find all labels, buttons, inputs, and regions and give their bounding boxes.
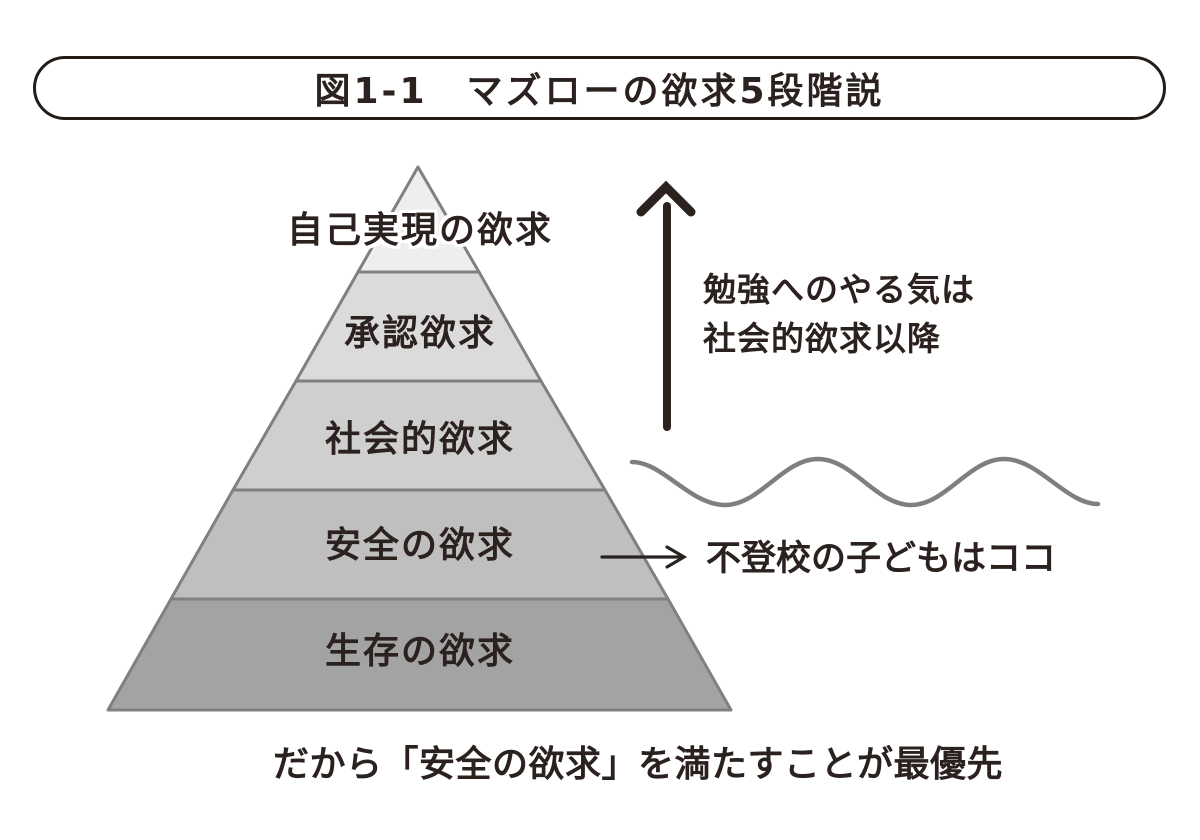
side-pointer-note: 不登校の子どもはココ bbox=[706, 539, 1057, 579]
pyramid-level-5-label: 生存の欲求 bbox=[324, 631, 515, 672]
pyramid-level-1-label: 自己実現の欲求 bbox=[286, 210, 553, 251]
figure-title-box: 図1-1 マズローの欲求5段階説 bbox=[33, 56, 1166, 120]
pyramid-level-2-label: 承認欲求 bbox=[343, 313, 496, 354]
pyramid-level-4-label: 安全の欲求 bbox=[324, 525, 515, 566]
bottom-caption: だから「安全の欲求」を満たすことが最優先 bbox=[272, 744, 1003, 785]
up-arrow-note-line2: 社会的欲求以降 bbox=[703, 319, 941, 358]
up-arrow-icon bbox=[636, 180, 696, 431]
pyramid-level-5-shape bbox=[106, 597, 733, 712]
figure-title: 図1-1 マズローの欲求5段階説 bbox=[314, 71, 885, 112]
wavy-line-icon bbox=[629, 456, 1101, 508]
pyramid-level-3-label: 社会的欲求 bbox=[324, 419, 515, 460]
right-arrow-icon bbox=[600, 545, 688, 569]
up-arrow-note-line1: 勉強へのやる気は bbox=[703, 270, 975, 309]
